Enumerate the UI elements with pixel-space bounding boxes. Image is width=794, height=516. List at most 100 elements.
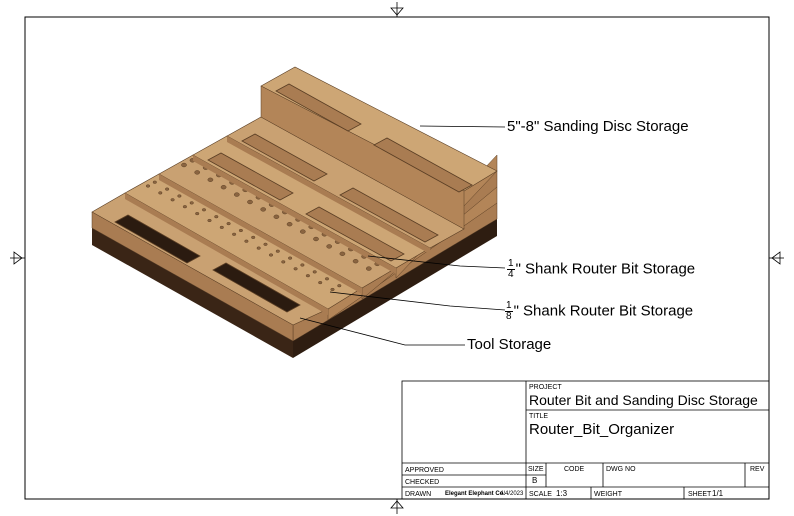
bit-hole [189,201,194,205]
bit-hole [195,212,200,216]
bit-hole [299,229,306,234]
leader-eighth [329,291,506,311]
bit-hole [170,198,175,202]
dwg-no-label: DWG NO [606,466,636,473]
fraction-numerator: 1 [505,300,513,312]
disc-slot-1 [207,152,294,201]
center-mark-top [390,2,404,17]
bit-hole [233,192,240,197]
bit-hole [201,208,206,212]
bit-hole [182,205,187,209]
disc-slot-3 [241,133,328,182]
bit-hole [247,199,253,205]
disc-slot-6 [373,137,473,193]
bit-hole [181,162,187,168]
bit-hole [300,263,305,267]
tier-5-front [227,136,430,254]
base-left-face [92,228,293,358]
tier-2-front [125,193,328,315]
bit-hole [326,244,333,249]
bit-hole [260,207,267,212]
organizer-model [91,66,498,358]
leader-tool [299,317,465,346]
bit-hole [365,266,372,271]
scale-value: 1:3 [556,489,568,498]
bit-hole [325,277,330,281]
drawing-title: Router_Bit_Organizer [529,421,675,438]
callout-sanding-disc: 5"-8" Sanding Disc Storage [507,118,689,135]
bit-hole [275,249,280,253]
leader-sanding [419,125,506,128]
bit-hole [226,222,231,226]
sheet-label: SHEET [688,491,712,498]
bit-hole [244,239,249,243]
project-label: PROJECT [529,384,562,391]
bit-hole [232,232,237,236]
title-block [401,380,770,500]
bit-hole [273,214,280,219]
bit-hole [207,177,214,182]
drawn-by: Elegant Elephant Co. [445,491,506,497]
center-mark-right [769,251,784,265]
bit-hole [318,281,323,285]
fraction-denominator: 4 [508,269,514,280]
project-name: Router Bit and Sanding Disc Storage [529,392,758,408]
rev-label: REV [750,466,765,473]
leader-lines [299,125,506,346]
base-right-face [293,219,497,358]
disc-slot-4 [339,187,439,243]
bit-hole [313,236,319,242]
bit-hole [337,284,342,288]
disc-slot-2 [305,206,405,262]
bit-hole [214,215,219,219]
bit-hole [330,287,335,292]
bit-hole [177,194,182,198]
bit-hole [281,260,286,264]
leader-quarter [367,255,506,269]
bit-hole [207,218,212,223]
bit-hole [220,185,227,190]
callout-tool-storage: Tool Storage [467,336,552,353]
bit-hole [158,191,163,195]
sheet-value: 1/1 [712,489,724,498]
title-label: TITLE [529,413,549,420]
code-label: CODE [564,466,585,473]
bit-hole [286,222,293,227]
size-value: B [532,476,538,485]
bit-hole [269,253,274,257]
scale-label: SCALE [529,491,552,498]
approved-label: APPROVED [405,467,444,474]
bit-hole [312,270,317,274]
bit-hole [339,251,346,256]
bit-hole [165,187,170,191]
bit-hole [293,267,298,271]
bit-hole [352,259,359,264]
bit-hole [219,225,224,229]
bit-hole [305,274,310,278]
size-label: SIZE [528,466,544,473]
disc-slot-5 [275,83,362,132]
bit-hole [256,246,261,250]
tool-slot-2 [212,262,301,313]
center-mark-left [10,251,25,265]
tier-4-front [193,155,396,274]
callout-eighth-text: " Shank Router Bit Storage [513,302,694,320]
bit-hole [194,170,200,175]
tool-slot-1 [114,214,201,264]
center-mark-bottom [390,499,404,514]
bit-hole [251,235,256,239]
fraction-numerator: 1 [507,258,515,270]
checked-label: CHECKED [405,479,440,486]
tier-3-front [159,174,362,294]
drawn-date: 4/4/2023 [500,491,524,497]
callout-quarter-text: " Shank Router Bit Storage [515,260,696,278]
bit-hole [288,256,293,260]
weight-label: WEIGHT [594,491,622,498]
drawn-label: DRAWN [405,491,432,498]
bit-hole [145,184,150,188]
